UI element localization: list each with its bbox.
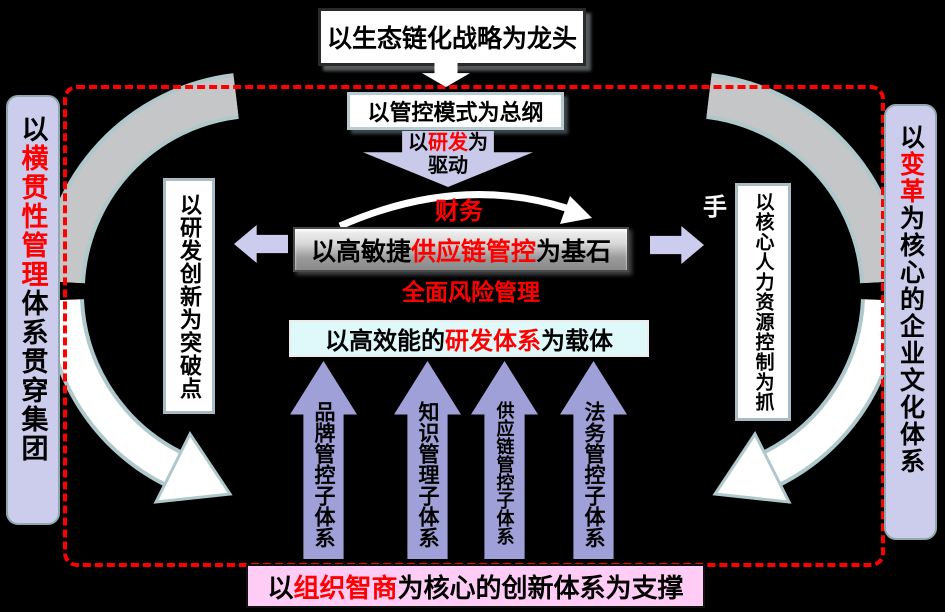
right-sidebar-bar: 以变革为核心的企业文化体系 xyxy=(884,104,937,540)
rd-drive-part1: 以 xyxy=(408,132,428,154)
right-sidebar-part1: 以 xyxy=(896,124,925,151)
up-arrow-supply-chain-label: 供应链管控子体系 xyxy=(494,401,515,545)
governance-box: 以管控模式为总纲 xyxy=(347,92,564,130)
strategy-box-label: 以生态链化战略为龙头 xyxy=(326,25,577,53)
right-sidebar-highlight: 变革 xyxy=(896,151,925,205)
rd-innovation-pillar-label: 以研发创新为突破点 xyxy=(177,192,202,400)
left-gray-curved-arrow xyxy=(39,73,240,284)
finance-curved-arrow xyxy=(338,191,592,230)
hr-control-overflow-char: 手 xyxy=(703,194,727,221)
right-sidebar-part2: 为核心的企业文化体系 xyxy=(896,205,925,475)
right-gray-curved-arrow xyxy=(705,73,906,284)
supply-chain-core-box: 以高敏捷供应链管控为基石 xyxy=(293,227,629,272)
up-arrow-knowledge-label: 知识管理子体系 xyxy=(416,401,439,548)
support-box-part1: 以 xyxy=(267,572,294,603)
left-white-curved-arrow xyxy=(44,298,233,504)
up-arrow-legal-label: 法务管控子体系 xyxy=(582,401,605,548)
rd-drive-line2: 驱动 xyxy=(428,155,468,177)
hr-control-pillar-label: 以核心人力资源控制为抓 xyxy=(752,192,774,412)
hr-control-pillar-box: 以核心人力资源控制为抓 xyxy=(735,183,791,421)
up-arrow-brand-label: 品牌管控子体系 xyxy=(312,401,335,548)
rd-system-carrier-box: 以高效能的研发体系为载体 xyxy=(289,320,649,357)
core-box-part2: 为基石 xyxy=(536,237,612,266)
support-box-highlight: 组织智商 xyxy=(293,572,398,603)
core-box-highlight: 供应链管控 xyxy=(410,237,536,266)
left-sidebar-bar: 以横贯性管理体系贯穿集团 xyxy=(6,95,60,525)
risk-management-label: 全面风险管理 xyxy=(402,279,540,305)
carrier-box-highlight: 研发体系 xyxy=(445,328,541,355)
core-box-part1: 以高敏捷 xyxy=(310,237,411,266)
governance-box-label: 以管控模式为总纲 xyxy=(367,100,544,125)
left-sidebar-part2: 体系贯穿集团 xyxy=(17,289,48,463)
left-sidebar-part1: 以 xyxy=(17,115,48,144)
right-white-curved-arrow xyxy=(712,298,901,504)
left-sidebar-label: 以横贯性管理体系贯穿集团 xyxy=(14,115,53,463)
rd-innovation-pillar-box: 以研发创新为突破点 xyxy=(163,178,215,414)
rd-drive-part2: 为 xyxy=(468,132,488,154)
rd-drive-highlight: 研发 xyxy=(428,132,468,154)
finance-label: 财务 xyxy=(435,198,483,225)
carrier-box-part1: 以高效能的 xyxy=(325,328,445,355)
innovation-support-box: 以组织智商为核心的创新体系为支撑 xyxy=(246,564,705,608)
carrier-box-part2: 为载体 xyxy=(541,328,613,355)
support-box-part2: 为核心的创新体系为支撑 xyxy=(397,572,684,603)
right-sidebar-label: 以变革为核心的企业文化体系 xyxy=(893,124,929,475)
left-sidebar-highlight: 横贯性管理 xyxy=(17,144,48,289)
strategy-box: 以生态链化战略为龙头 xyxy=(318,8,586,66)
rd-drive-label: 以研发为 驱动 xyxy=(363,132,533,178)
